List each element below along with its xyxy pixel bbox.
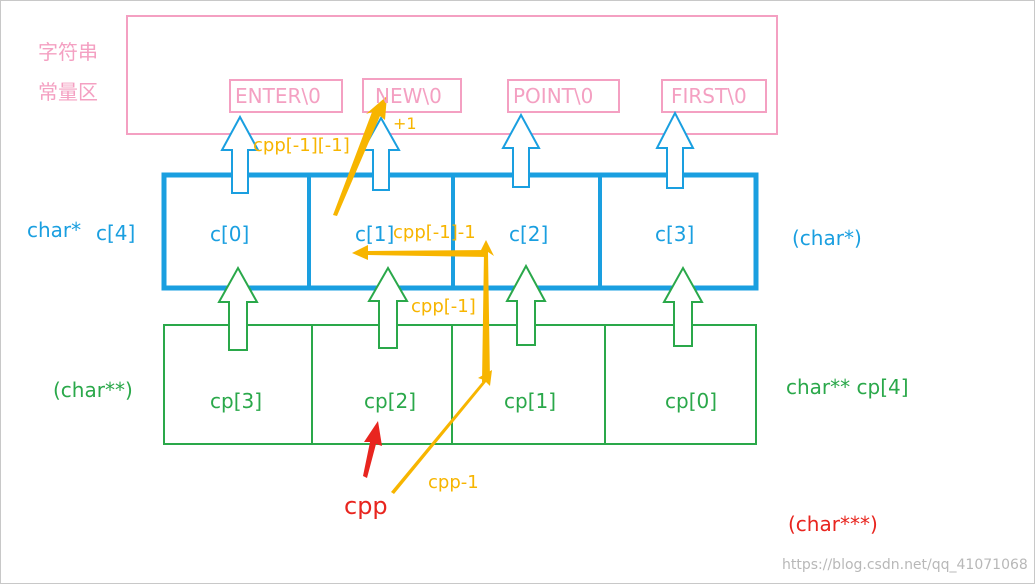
cpp-m1-m1-label: cpp[-1][-1] — [253, 135, 350, 156]
string-box-first — [661, 79, 767, 113]
arrow-cp0-to-c3 — [662, 265, 704, 347]
cp-cell-1: cp[1] — [504, 389, 557, 413]
cp-cell-2: cp[2] — [364, 389, 417, 413]
c-cell-3: c[3] — [655, 222, 695, 246]
triple-pointer-type-label: (char***) — [788, 512, 878, 536]
arrow-c1-to-new — [361, 115, 401, 191]
red-arrow-cpp — [363, 421, 382, 478]
cp-array-box — [163, 324, 757, 445]
arrow-c2-to-point — [501, 112, 541, 188]
arrow-cp1-to-c2 — [505, 263, 547, 346]
c-array-name-label: c[4] — [96, 221, 136, 245]
const-region-box — [126, 15, 778, 135]
const-region-title-line1: 字符串 — [38, 40, 98, 64]
cp-cell-3: cp[3] — [210, 389, 263, 413]
arrow-c0-to-enter — [220, 114, 260, 194]
string-first: FIRST\0 — [671, 84, 747, 108]
orange-arrow-cpp-m1 — [478, 240, 494, 382]
cp-cell-0: cp[0] — [665, 389, 718, 413]
string-box-point — [507, 79, 620, 113]
orange-arrow-cpp-m1-minus1 — [352, 245, 488, 260]
cpp-minus1-label: cpp-1 — [428, 472, 479, 493]
cpp-m1-minus1-label: cpp[-1]-1 — [393, 222, 476, 243]
arrow-cp2-to-c1 — [367, 265, 409, 349]
c-cell-0: c[0] — [210, 222, 250, 246]
cp-array-left-label: (char**) — [53, 378, 133, 402]
arrow-cp3-to-c0 — [217, 265, 259, 351]
string-enter: ENTER\0 — [235, 84, 321, 108]
const-region-title-line2: 常量区 — [38, 80, 98, 104]
c-array-right-label: (char*) — [792, 226, 862, 250]
orange-arrow-cpp-minus1 — [391, 370, 492, 494]
c-array-type-label: char* — [27, 218, 82, 242]
c-array-box — [161, 172, 759, 291]
watermark: https://blog.csdn.net/qq_41071068 — [782, 557, 1028, 573]
orange-arrow-to-new — [333, 96, 387, 216]
cp-array-right-label: char** cp[4] — [786, 375, 909, 399]
string-new: NEW\0 — [375, 84, 442, 108]
c-cell-1: c[1] — [355, 222, 395, 246]
string-box-new — [362, 78, 462, 113]
cpp-label: cpp — [344, 492, 388, 520]
c-cell-2: c[2] — [509, 222, 549, 246]
plus-one-label: +1 — [393, 114, 417, 133]
string-box-enter — [229, 79, 343, 113]
cpp-m1-label: cpp[-1] — [411, 296, 476, 317]
string-point: POINT\0 — [513, 84, 594, 108]
arrow-c3-to-first — [655, 110, 695, 189]
